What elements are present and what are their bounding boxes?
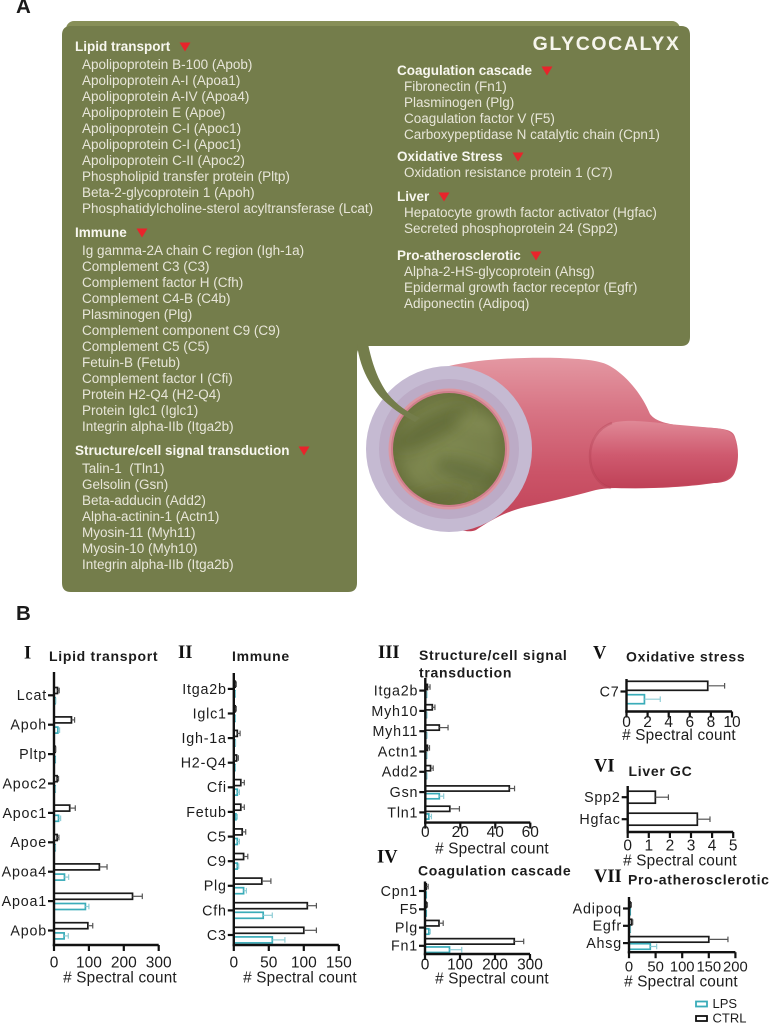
svg-text:Gsn: Gsn (390, 785, 419, 801)
svg-text:4: 4 (664, 714, 673, 731)
svg-text:Lipid transport: Lipid transport (49, 648, 158, 664)
svg-text:VI: VI (594, 757, 615, 777)
svg-text:C3: C3 (207, 928, 227, 944)
svg-text:Lcat: Lcat (17, 688, 47, 704)
svg-text:I: I (24, 644, 31, 664)
svg-text:50: 50 (260, 955, 278, 972)
svg-text:0: 0 (229, 955, 238, 972)
svg-text:Ahsg: Ahsg (586, 936, 622, 952)
svg-text:1: 1 (644, 838, 653, 855)
svg-text:H2-Q4: H2-Q4 (181, 756, 227, 772)
svg-text:III: III (378, 643, 400, 663)
svg-text:Cpn1: Cpn1 (381, 884, 418, 900)
svg-text:100: 100 (76, 955, 102, 972)
svg-text:Liver GC: Liver GC (629, 763, 693, 779)
svg-text:0: 0 (622, 714, 631, 731)
svg-text:Apob: Apob (10, 923, 47, 939)
svg-text:Fn1: Fn1 (391, 939, 418, 955)
svg-text:Apoh: Apoh (10, 718, 47, 734)
svg-text:F5: F5 (400, 902, 418, 918)
svg-text:# Spectral count: # Spectral count (63, 970, 177, 987)
svg-text:# Spectral count: # Spectral count (243, 970, 357, 987)
svg-text:Hgfac: Hgfac (579, 812, 620, 828)
svg-text:Coagulation cascade: Coagulation cascade (418, 863, 571, 879)
svg-text:Egfr: Egfr (593, 919, 622, 935)
svg-text:300: 300 (517, 957, 543, 974)
svg-text:100: 100 (291, 955, 317, 972)
svg-text:8: 8 (707, 714, 716, 731)
svg-text:2: 2 (643, 714, 652, 731)
svg-text:Immune: Immune (232, 648, 290, 664)
svg-text:0: 0 (50, 955, 59, 972)
svg-text:Igh-1a: Igh-1a (181, 731, 226, 747)
svg-text:Apoc1: Apoc1 (2, 806, 47, 822)
svg-text:6: 6 (685, 714, 694, 731)
svg-text:Cfh: Cfh (202, 903, 227, 919)
svg-text:Itga2b: Itga2b (182, 682, 227, 698)
svg-text:Tln1: Tln1 (387, 805, 418, 821)
svg-text:Iglc1: Iglc1 (193, 706, 227, 722)
svg-text:50: 50 (647, 960, 663, 976)
svg-text:10: 10 (723, 714, 741, 731)
svg-text:300: 300 (146, 955, 172, 972)
svg-text:40: 40 (487, 824, 505, 841)
svg-text:Plg: Plg (204, 879, 227, 895)
svg-text:C7: C7 (600, 684, 620, 700)
svg-text:3: 3 (687, 838, 696, 855)
svg-text:Fetub: Fetub (186, 805, 227, 821)
svg-text:Add2: Add2 (382, 765, 419, 781)
svg-text:2: 2 (666, 838, 675, 855)
svg-text:0: 0 (625, 960, 633, 976)
svg-text:0: 0 (623, 838, 632, 855)
svg-text:60: 60 (522, 824, 540, 841)
svg-text:Itga2b: Itga2b (374, 684, 419, 700)
svg-text:CTRL: CTRL (713, 1011, 747, 1024)
svg-text:# Spectral count: # Spectral count (624, 974, 738, 991)
svg-text:VII: VII (594, 867, 622, 887)
svg-text:100: 100 (447, 957, 473, 974)
svg-text:Oxidative stress: Oxidative stress (626, 649, 745, 665)
svg-text:Plg: Plg (395, 921, 418, 937)
svg-text:Pro-atherosclerotic: Pro-atherosclerotic (628, 872, 770, 888)
svg-text:200: 200 (723, 960, 748, 976)
svg-text:# Spectral count: # Spectral count (623, 853, 737, 870)
svg-text:0: 0 (421, 824, 430, 841)
svg-text:Apoe: Apoe (10, 835, 47, 851)
svg-text:IV: IV (377, 848, 398, 868)
svg-text:# Spectral count: # Spectral count (622, 727, 736, 744)
svg-text:LPS: LPS (713, 996, 738, 1011)
svg-text:V: V (593, 644, 607, 664)
svg-text:Adipoq: Adipoq (573, 901, 622, 917)
svg-text:# Spectral count: # Spectral count (435, 971, 549, 988)
svg-text:150: 150 (326, 955, 352, 972)
svg-text:# Spectral count: # Spectral count (435, 841, 549, 858)
svg-text:Pltp: Pltp (19, 747, 47, 763)
svg-text:200: 200 (111, 955, 137, 972)
svg-text:100: 100 (670, 960, 695, 976)
svg-text:5: 5 (729, 838, 738, 855)
svg-text:Actn1: Actn1 (378, 744, 419, 760)
svg-text:Myh10: Myh10 (371, 704, 418, 720)
svg-text:Structure/cell signal: Structure/cell signal (419, 647, 568, 663)
svg-text:4: 4 (708, 838, 717, 855)
svg-text:200: 200 (482, 957, 508, 974)
svg-text:II: II (178, 643, 192, 663)
svg-text:0: 0 (421, 957, 430, 974)
svg-text:C5: C5 (207, 830, 227, 846)
svg-text:Myh11: Myh11 (372, 724, 418, 740)
svg-text:Apoc2: Apoc2 (2, 776, 47, 792)
svg-text:Cfi: Cfi (207, 780, 227, 796)
svg-text:150: 150 (696, 960, 721, 976)
svg-text:20: 20 (452, 824, 470, 841)
svg-text:C9: C9 (207, 854, 227, 870)
svg-text:Apoa1: Apoa1 (2, 894, 47, 910)
svg-text:transduction: transduction (419, 665, 512, 681)
svg-text:Spp2: Spp2 (584, 790, 621, 806)
svg-text:Apoa4: Apoa4 (2, 865, 47, 881)
